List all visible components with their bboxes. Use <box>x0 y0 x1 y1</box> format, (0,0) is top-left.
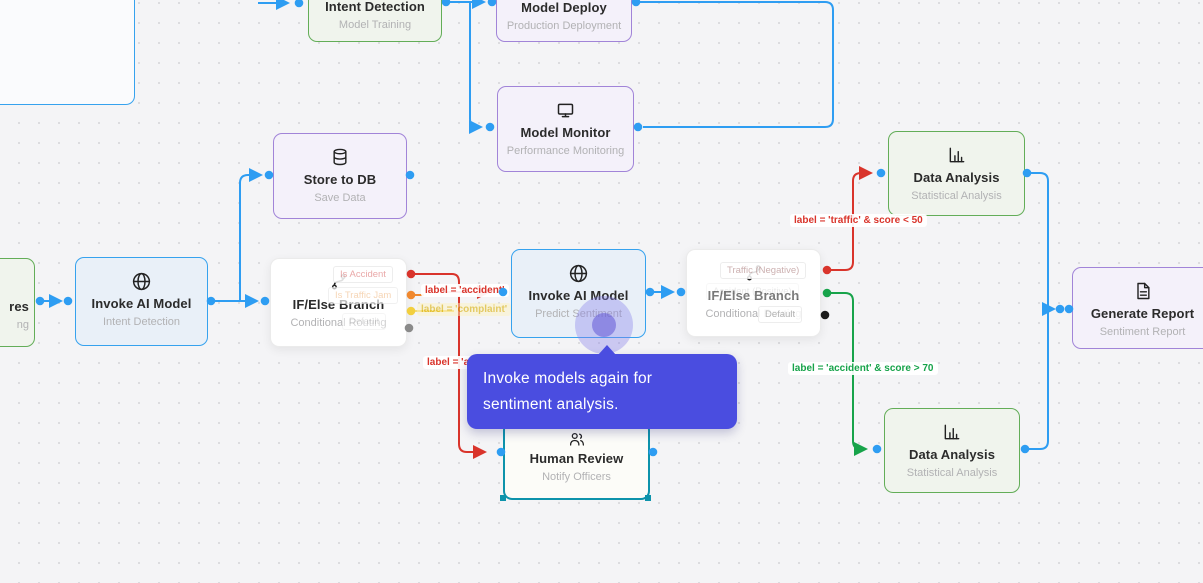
condition-pill: Is Accident <box>333 266 393 283</box>
node-subtitle: Intent Detection <box>102 316 181 328</box>
tooltip-caret <box>598 345 616 355</box>
node-generate-report[interactable]: Generate Report Sentiment Report <box>1072 267 1203 349</box>
resize-handle[interactable] <box>645 495 651 501</box>
bar-chart-icon <box>947 144 967 166</box>
edge-analysis-merge[interactable] <box>1029 172 1049 450</box>
bar-chart-icon <box>942 421 962 443</box>
edge-label-accident-score: label = 'accident' & score > 70 <box>788 362 938 375</box>
node-title: Model Monitor <box>520 125 611 140</box>
node-human-review[interactable]: Human Review Notify Officers <box>503 421 650 500</box>
node-title: Invoke AI Model <box>528 288 629 303</box>
node-title: Generate Report <box>1090 306 1195 321</box>
node-model-deploy[interactable]: Model Deploy Production Deployment <box>496 0 632 42</box>
node-title: res <box>9 299 29 314</box>
edge-accident-start[interactable] <box>412 273 460 287</box>
node-title: Model Deploy <box>521 0 607 15</box>
node-title: Data Analysis <box>908 447 996 462</box>
globe-icon <box>131 270 152 292</box>
node-title: Store to DB <box>303 172 377 187</box>
condition-pill: Is Traffic Jam <box>328 287 399 304</box>
node-store-to-db[interactable]: Store to DB Save Data <box>273 133 407 219</box>
database-icon <box>330 146 350 168</box>
tooltip: Invoke models again for sentiment analys… <box>467 345 737 429</box>
tooltip-line2: sentiment analysis. <box>483 396 619 413</box>
node-subtitle: Performance Monitoring <box>506 145 625 157</box>
node-subtitle: Notify Officers <box>542 471 611 483</box>
node-subtitle: ng <box>16 319 29 331</box>
condition-pill: Default <box>758 306 803 323</box>
edge-label-complaint: label = 'complaint' <box>417 303 512 316</box>
edge-deploy-monitor-loop[interactable] <box>640 1 834 128</box>
tooltip-line1: Invoke models again for <box>483 370 653 387</box>
node-partial-top-left[interactable] <box>0 0 135 105</box>
node-subtitle: Statistical Analysis <box>906 467 998 479</box>
node-title: Intent Detection <box>325 0 425 14</box>
document-icon <box>1133 280 1153 302</box>
node-subtitle: Save Data <box>314 192 366 204</box>
resize-handle[interactable] <box>500 495 506 501</box>
node-subtitle: Model Training <box>338 19 412 31</box>
monitor-icon <box>555 99 576 121</box>
edge-label-accident: label = 'accident' <box>421 284 509 297</box>
click-indicator-inner <box>592 313 616 337</box>
node-title: Invoke AI Model <box>91 296 192 311</box>
globe-icon <box>568 262 589 284</box>
node-title: IF/Else Branch <box>707 288 800 303</box>
edge-label-traffic-score: label = 'traffic' & score < 50 <box>790 214 927 227</box>
node-invoke-ai-model-1[interactable]: Invoke AI Model Intent Detection <box>75 257 208 346</box>
node-model-monitor[interactable]: Model Monitor Performance Monitoring <box>497 86 634 172</box>
node-partial-left[interactable]: res ng <box>0 258 35 347</box>
users-icon <box>568 430 586 447</box>
node-subtitle: Conditional Routing <box>290 317 387 329</box>
edge-to-model-monitor-left[interactable] <box>469 2 483 134</box>
node-title: Data Analysis <box>913 170 1000 185</box>
node-subtitle: Statistical Analysis <box>911 190 1002 202</box>
condition-pill: Traffic (Negative) <box>720 262 807 279</box>
node-invoke-ai-model-2[interactable]: Invoke AI Model Predict Sentiment <box>511 249 646 338</box>
condition-pill: Accident (Positive) <box>706 283 799 300</box>
edge-accident-to-human-review[interactable] <box>458 296 487 459</box>
condition-pill: Default <box>342 313 387 330</box>
node-title: Human Review <box>529 451 624 466</box>
node-data-analysis-1[interactable]: Data Analysis Statistical Analysis <box>888 131 1025 216</box>
edge-to-store-to-db[interactable] <box>239 168 263 301</box>
node-subtitle: Production Deployment <box>506 20 622 32</box>
node-intent-detection[interactable]: Intent Detection Model Training <box>308 0 442 42</box>
node-data-analysis-2[interactable]: Data Analysis Statistical Analysis <box>884 408 1020 493</box>
node-subtitle: Sentiment Report <box>1099 326 1186 338</box>
